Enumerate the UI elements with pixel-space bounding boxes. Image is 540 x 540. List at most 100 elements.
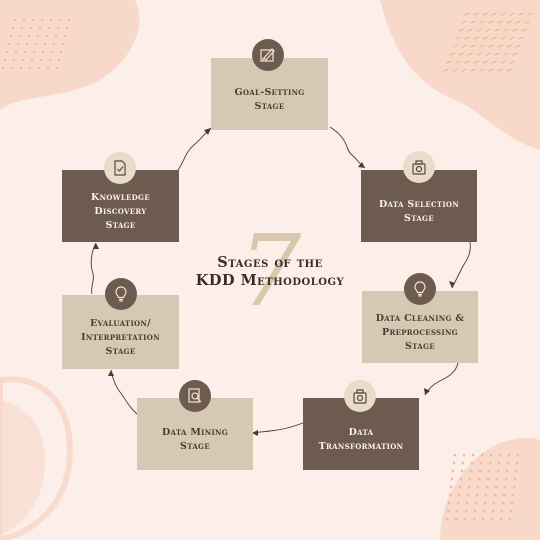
decor-dash bbox=[494, 52, 500, 56]
decor-dot bbox=[466, 493, 470, 497]
title-line-1: Stages of the bbox=[217, 254, 323, 271]
decor-dash bbox=[527, 12, 533, 16]
decor-dot bbox=[21, 58, 25, 62]
lightbulb-icon bbox=[105, 278, 137, 310]
decor-dot bbox=[46, 66, 50, 70]
decor-dash bbox=[497, 44, 503, 48]
bottom-right-blob bbox=[440, 437, 540, 540]
decor-dash bbox=[458, 52, 464, 56]
decor-dash bbox=[473, 12, 479, 16]
decor-dash bbox=[452, 68, 458, 72]
decor-dot bbox=[476, 485, 480, 489]
stage-label: Evaluation/ Interpretation Stage bbox=[81, 318, 160, 357]
decor-dash bbox=[455, 60, 461, 64]
decor-dash bbox=[482, 36, 488, 40]
decor-dot bbox=[10, 66, 14, 70]
arrow-4 bbox=[251, 422, 304, 434]
decor-dot bbox=[479, 461, 483, 465]
decor-dash bbox=[476, 28, 482, 32]
decor-dot bbox=[54, 34, 58, 38]
pencil-ruler-icon bbox=[252, 39, 284, 71]
decor-dash bbox=[506, 68, 512, 72]
decor-dash bbox=[464, 36, 470, 40]
decor-dot bbox=[471, 453, 475, 457]
decor-dash bbox=[455, 36, 461, 40]
decor-dot bbox=[454, 517, 458, 521]
decor-dot bbox=[475, 493, 479, 497]
decor-dot bbox=[19, 66, 23, 70]
decor-dash bbox=[506, 20, 512, 24]
decor-dot bbox=[31, 18, 35, 22]
decor-dot bbox=[29, 26, 33, 30]
decor-dot bbox=[489, 453, 493, 457]
decor-dash bbox=[473, 60, 479, 64]
decor-dash bbox=[476, 52, 482, 56]
decor-dash bbox=[449, 52, 455, 56]
decor-dash bbox=[479, 20, 485, 24]
decor-dot bbox=[483, 501, 487, 505]
decor-dot bbox=[472, 517, 476, 521]
decor-dot bbox=[495, 477, 499, 481]
decor-dot bbox=[40, 18, 44, 22]
decor-dot bbox=[464, 509, 468, 513]
decor-dot bbox=[492, 501, 496, 505]
decor-dash bbox=[482, 12, 488, 16]
decor-dot bbox=[449, 485, 453, 489]
decor-dash bbox=[500, 36, 506, 40]
decor-dot bbox=[502, 493, 506, 497]
decor-dash bbox=[488, 20, 494, 24]
decor-dot bbox=[496, 469, 500, 473]
decor-dot bbox=[456, 501, 460, 505]
decor-dot bbox=[49, 18, 53, 22]
decor-dot bbox=[57, 58, 61, 62]
decor-dash bbox=[491, 60, 497, 64]
decor-dash bbox=[467, 28, 473, 32]
decor-dot bbox=[13, 18, 17, 22]
decor-dot bbox=[516, 453, 520, 457]
decor-dash bbox=[461, 44, 467, 48]
decor-dot bbox=[32, 50, 36, 54]
decor-dot bbox=[481, 517, 485, 521]
decor-dot bbox=[28, 66, 32, 70]
arrowheads bbox=[93, 128, 455, 436]
decor-dot bbox=[27, 34, 31, 38]
decor-dash bbox=[491, 36, 497, 40]
decor-dash bbox=[524, 20, 530, 24]
arrow-5 bbox=[110, 369, 138, 415]
decor-dot bbox=[34, 42, 38, 46]
decor-dash bbox=[458, 28, 464, 32]
decor-dash bbox=[452, 44, 458, 48]
arrow-1 bbox=[329, 126, 366, 169]
decor-dot bbox=[459, 477, 463, 481]
decor-dot bbox=[446, 509, 450, 513]
decor-dot bbox=[63, 34, 67, 38]
decor-dot bbox=[487, 469, 491, 473]
decor-dash bbox=[470, 44, 476, 48]
decor-dot bbox=[493, 493, 497, 497]
decor-dot bbox=[11, 26, 15, 30]
decor-dash bbox=[515, 20, 521, 24]
decor-dot bbox=[460, 469, 464, 473]
decor-dot bbox=[482, 509, 486, 513]
decor-dot bbox=[458, 485, 462, 489]
decor-dot bbox=[484, 493, 488, 497]
decor-dot bbox=[14, 50, 18, 54]
decor-dash bbox=[512, 28, 518, 32]
decor-dot bbox=[36, 34, 40, 38]
decor-dot bbox=[52, 42, 56, 46]
decor-dash bbox=[509, 12, 515, 16]
decor-dot bbox=[47, 26, 51, 30]
decor-dot bbox=[55, 66, 59, 70]
decor-dash bbox=[470, 20, 476, 24]
decor-dot bbox=[25, 42, 29, 46]
decor-dash bbox=[479, 68, 485, 72]
decor-dot bbox=[512, 485, 516, 489]
decor-dot bbox=[508, 517, 512, 521]
arrow-7 bbox=[177, 127, 212, 171]
decor-dot bbox=[490, 517, 494, 521]
decor-dot bbox=[488, 461, 492, 465]
title-line-2: KDD Methodology bbox=[195, 272, 345, 289]
decor-dot bbox=[22, 18, 26, 22]
decor-dash bbox=[521, 28, 527, 32]
